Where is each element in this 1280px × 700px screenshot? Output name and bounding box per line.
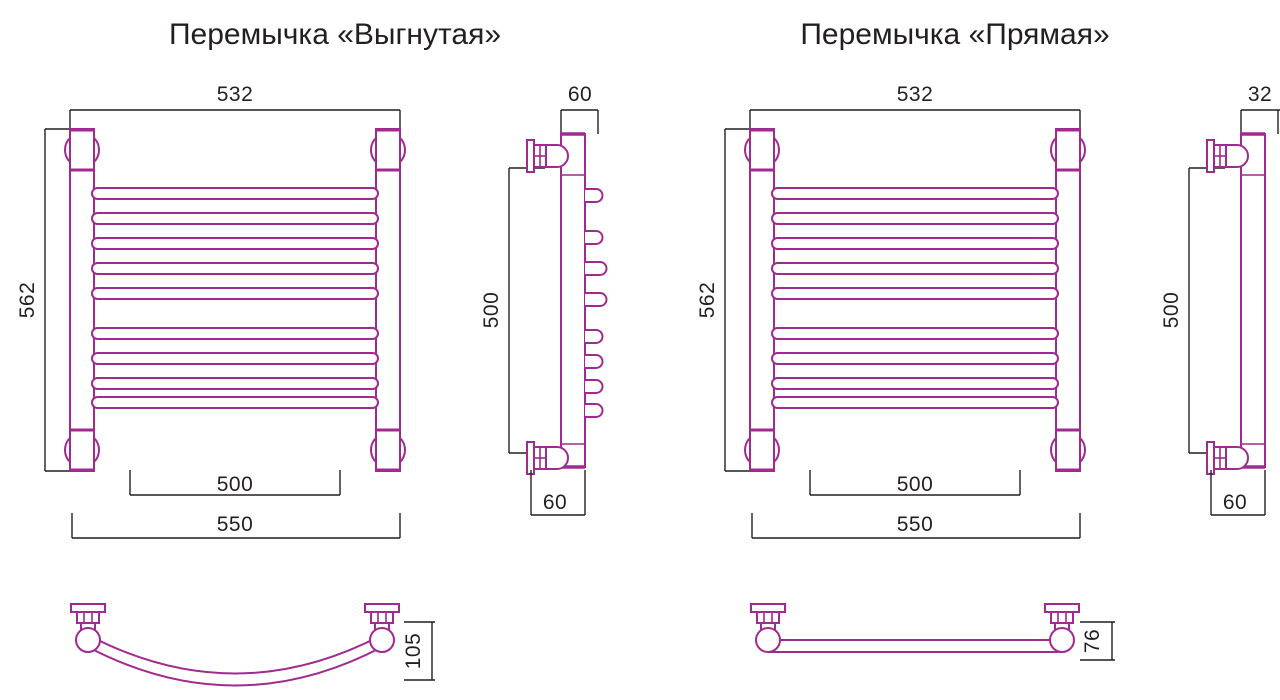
right-top-offset-dimension: 76	[1080, 621, 1115, 661]
left-side-rung-profiles	[585, 188, 608, 418]
right-height-value: 562	[696, 282, 719, 319]
right-side-depth-top-dimension: 32	[1240, 83, 1280, 134]
right-side-body	[1240, 132, 1266, 469]
left-top-offset-dimension: 105	[402, 621, 435, 681]
left-side-depth-top-dimension: 60	[560, 83, 599, 134]
right-side-depth-bottom-dimension: 60	[1210, 470, 1266, 516]
right-mount-width-dimension: 500	[809, 470, 1021, 496]
right-overall-width-value: 550	[897, 513, 934, 536]
left-front-view: 532 562	[16, 83, 407, 539]
right-top-offset-value: 76	[1081, 629, 1104, 653]
left-height-value: 562	[16, 282, 39, 319]
left-rungs	[91, 187, 379, 409]
left-side-view: 60 500	[480, 83, 608, 516]
right-front-view: 532 562	[696, 83, 1087, 539]
right-side-height-dimension: 500	[1160, 167, 1225, 454]
right-overall-width-dimension: 550	[751, 513, 1081, 539]
right-side-depth-bottom-value: 60	[1223, 491, 1247, 514]
right-side-height-value: 500	[1160, 292, 1183, 329]
right-width-value: 532	[897, 83, 934, 106]
left-side-height-dimension: 500	[480, 167, 545, 454]
right-height-dimension: 562	[696, 128, 760, 472]
left-top-offset-value: 105	[402, 633, 425, 670]
right-side-view: 32 500	[1160, 83, 1280, 516]
left-side-height-value: 500	[480, 292, 503, 329]
left-side-depth-top-value: 60	[568, 83, 592, 106]
right-rungs	[771, 187, 1059, 409]
left-view-title: Перемычка «Выгнутая»	[169, 18, 501, 51]
right-top-view: 76	[750, 603, 1115, 661]
left-side-depth-bottom-value: 60	[543, 491, 567, 514]
left-side-body	[560, 132, 586, 469]
left-mount-width-dimension: 500	[129, 470, 341, 496]
right-width-dimension: 532	[749, 83, 1081, 135]
right-side-depth-top-value: 32	[1248, 83, 1272, 106]
left-height-dimension: 562	[16, 128, 80, 472]
left-width-dimension: 532	[69, 83, 401, 135]
left-side-depth-bottom-dimension: 60	[530, 470, 586, 516]
left-mount-width-value: 500	[217, 473, 254, 496]
left-overall-width-value: 550	[217, 513, 254, 536]
left-width-value: 532	[217, 83, 254, 106]
right-mount-width-value: 500	[897, 473, 934, 496]
right-view-title: Перемычка «Прямая»	[800, 18, 1109, 51]
left-top-view: 105	[70, 603, 435, 687]
left-overall-width-dimension: 550	[71, 513, 401, 539]
